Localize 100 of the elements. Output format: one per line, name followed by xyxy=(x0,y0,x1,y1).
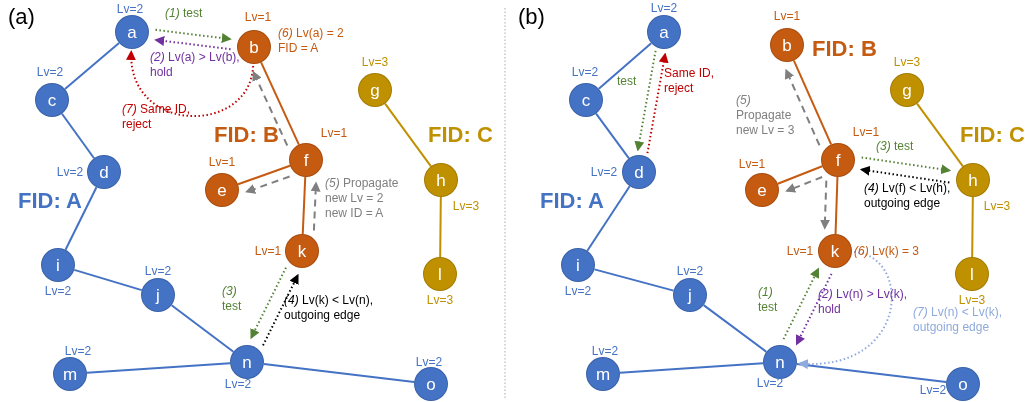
edge-label: (7) Same ID, reject xyxy=(122,102,192,132)
graph-node: i xyxy=(41,248,75,282)
level-label: Lv=2 xyxy=(116,2,144,16)
level-label: Lv=3 xyxy=(983,199,1011,213)
level-label: Lv=2 xyxy=(564,284,592,298)
level-label: Lv=3 xyxy=(361,55,389,69)
level-label: Lv=1 xyxy=(773,9,801,23)
graph-node: k xyxy=(818,234,852,268)
tree-edge xyxy=(301,176,307,235)
graph-node: m xyxy=(586,357,620,391)
tree-edge xyxy=(60,112,96,160)
graph-node: a xyxy=(115,15,149,49)
level-label: Lv=1 xyxy=(786,244,814,258)
tree-edge xyxy=(595,112,630,160)
dashed-arrow xyxy=(860,156,952,175)
edge-label: (3) test xyxy=(222,284,243,314)
level-label: Lv=2 xyxy=(756,376,784,390)
level-label: Lv=3 xyxy=(426,293,454,307)
tree-edge xyxy=(262,363,416,383)
tree-edge xyxy=(85,362,232,374)
level-label: Lv=2 xyxy=(44,284,72,298)
level-label: Lv=2 xyxy=(415,355,443,369)
edge-label: (4) Lv(k) < Lv(n), outgoing edge xyxy=(284,293,375,323)
dashed-arrow xyxy=(245,175,291,194)
tree-edge xyxy=(593,268,675,292)
edge-label: test xyxy=(617,74,638,89)
level-label: Lv=2 xyxy=(919,383,947,397)
graph-node: l xyxy=(955,257,989,291)
annotation-text: (6) Lv(k) = 3 xyxy=(854,244,921,259)
edge-label: (5) Propagate new Lv = 2 new ID = A xyxy=(325,176,400,221)
level-label: Lv=3 xyxy=(958,293,986,307)
dashed-arrow xyxy=(646,52,669,155)
tree-edge xyxy=(618,362,765,374)
tree-edge xyxy=(795,363,948,383)
fragment-label: FID: C xyxy=(960,122,1025,148)
graph-node: d xyxy=(87,155,121,189)
level-label: Lv=2 xyxy=(650,1,678,15)
tree-edge xyxy=(237,164,291,186)
tree-edge xyxy=(384,102,432,168)
tree-edge xyxy=(834,176,839,235)
level-label: Lv=3 xyxy=(452,199,480,213)
graph-node: e xyxy=(205,173,239,207)
fragment-label: FID: B xyxy=(812,36,877,62)
graph-node: f xyxy=(821,143,855,177)
level-label: Lv=1 xyxy=(320,126,348,140)
tree-edge xyxy=(439,196,442,258)
tree-edge xyxy=(597,42,653,90)
graph-node: m xyxy=(53,357,87,391)
graph-node: f xyxy=(289,143,323,177)
level-label: Lv=2 xyxy=(56,165,84,179)
graph-node: a xyxy=(647,15,681,49)
dashed-arrow xyxy=(820,179,830,230)
graph-node: o xyxy=(946,367,980,401)
fragment-label: FID: C xyxy=(428,122,493,148)
level-label: Lv=2 xyxy=(64,344,92,358)
level-label: Lv=2 xyxy=(591,344,619,358)
graph-node: d xyxy=(622,155,656,189)
graph-node: n xyxy=(763,345,797,379)
tree-edge xyxy=(260,61,300,146)
dashed-arrow xyxy=(250,266,287,340)
dashed-arrow xyxy=(154,28,232,43)
level-label: Lv=2 xyxy=(590,165,618,179)
graph-node: k xyxy=(285,234,319,268)
panel-label: (a) xyxy=(8,4,35,30)
tree-edge xyxy=(792,59,833,146)
level-label: Lv=2 xyxy=(224,377,252,391)
dashed-arrow xyxy=(795,272,833,346)
dashed-arrow xyxy=(126,50,255,117)
tree-edge xyxy=(971,196,974,258)
edge-label: (7) Lv(n) < Lv(k), outgoing edge xyxy=(913,305,1004,335)
level-label: Lv=1 xyxy=(244,10,272,24)
graph-node: j xyxy=(141,278,175,312)
dashed-arrow xyxy=(634,49,657,152)
dashed-arrow xyxy=(859,165,951,184)
edge-label: (1) test xyxy=(165,6,204,21)
edge-label: Same ID, reject xyxy=(664,66,715,96)
tree-edge xyxy=(916,102,964,168)
dashed-arrow xyxy=(310,181,321,232)
level-label: Lv=2 xyxy=(36,65,64,79)
graph-node: g xyxy=(890,73,924,107)
fragment-label: FID: B xyxy=(214,122,279,148)
graph-node: b xyxy=(770,28,804,62)
graph-node: i xyxy=(561,248,595,282)
tree-edge xyxy=(586,185,631,252)
annotation-text: (6) Lv(a) = 2 FID = A xyxy=(278,26,344,56)
graph-node: c xyxy=(35,83,69,117)
level-label: Lv=3 xyxy=(893,55,921,69)
edge-label: (3) test xyxy=(876,139,915,154)
level-label: Lv=2 xyxy=(676,264,704,278)
graph-node: h xyxy=(424,163,458,197)
level-label: Lv=2 xyxy=(571,65,599,79)
graph-node: g xyxy=(358,73,392,107)
edge-label: (1) test xyxy=(758,285,779,315)
dashed-arrow xyxy=(154,36,232,51)
dashed-arrow xyxy=(784,68,821,147)
tree-edge xyxy=(63,42,121,90)
level-label: Lv=1 xyxy=(208,155,236,169)
level-label: Lv=2 xyxy=(144,264,172,278)
tree-edge xyxy=(776,165,824,185)
dashed-arrow xyxy=(782,267,820,341)
